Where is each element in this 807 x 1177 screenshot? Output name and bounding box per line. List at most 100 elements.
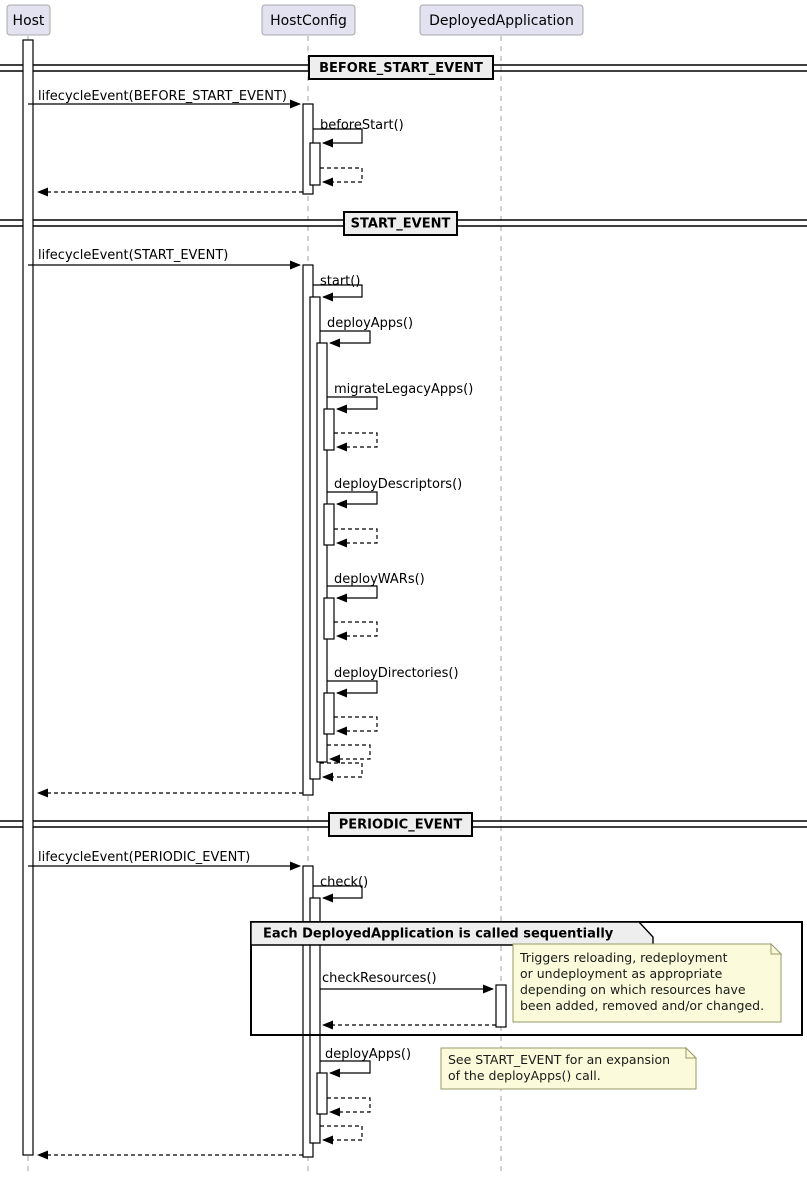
note-fold-corner [770,942,783,955]
participant-hostconfig[interactable]: HostConfig [261,4,356,36]
message-label: deployApps() [327,316,413,331]
message-start-self-call: start() [313,274,363,302]
message-deploy-descriptors-self-return [334,528,378,548]
message-lifecycle-event-start: lifecycleEvent(START_EVENT) [28,248,301,270]
note-deploy-apps: See START_EVENT for an expansion of the … [440,1046,698,1090]
activation-host-main [22,39,34,1156]
divider-labels-layer: BEFORE_START_EVENT START_EVENT PERIODIC_… [319,61,483,833]
note-line: been added, removed and/or changed. [520,998,764,1013]
note-line: depending on which resources have [520,982,746,997]
message-deploy-apps-periodic-self-return [327,1097,371,1117]
message-deploy-apps-self-return [327,744,371,764]
message-label: deployDirectories() [334,666,459,681]
participant-label: Host [13,13,45,29]
message-start-self-return [320,762,363,782]
message-arrow [320,762,363,782]
note-line: of the deployApps() call. [448,1068,601,1083]
participants-layer: Host HostConfig DeployedApplication [6,4,584,36]
note-body [512,943,782,1023]
message-arrow [327,680,378,698]
message-deploy-apps-periodic-self-call: deployApps() [320,1047,411,1078]
participant-box[interactable] [6,4,51,36]
participant-label: HostConfig [270,13,347,29]
message-label: check() [320,875,368,890]
message-label: lifecycleEvent(START_EVENT) [38,248,228,263]
message-deploy-apps-self-call: deployApps() [320,316,413,348]
message-arrow [327,396,378,414]
message-label: migrateLegacyApps() [334,382,473,397]
group-tab [250,921,654,946]
message-label: beforeStart() [320,118,404,133]
participant-label: DeployedApplication [429,13,574,29]
divider-label-periodic: PERIODIC_EVENT [339,818,463,833]
message-label: lifecycleEvent(PERIODIC_EVENT) [38,850,250,865]
message-deploy-descriptors-self-call: deployDescriptors() [327,477,462,509]
messages-layer-tail: deployApps() [37,1047,411,1160]
messages-layer-in-group: checkResources() [320,971,507,1030]
message-deploy-wars-self-call: deployWARs() [327,572,425,603]
message-arrow [334,528,378,548]
message-arrow [320,167,363,187]
message-arrow [334,432,378,452]
participant-host[interactable]: Host [6,4,51,36]
activation-hostconfig-deploy-directories [323,692,335,735]
lifelines-layer [27,36,502,1172]
activation-hostconfig-deploy-wars [323,597,335,640]
activation-hostconfig-deploy-apps-l3 [316,1072,328,1115]
message-arrow [313,128,363,148]
note-check-resources: Triggers reloading, redeployment or unde… [512,942,783,1023]
message-label: deployApps() [325,1047,411,1062]
message-label: lifecycleEvent(BEFORE_START_EVENT) [38,89,287,104]
divider-box-start [343,211,458,236]
message-check-self-return [320,1125,363,1145]
message-arrow [320,330,371,348]
activation-hostconfig-start-l3 [316,342,328,763]
divider-label-before-start: BEFORE_START_EVENT [319,61,483,76]
message-arrow [313,284,363,302]
note-line: or undeployment as appropriate [520,966,723,981]
activation-deployedapplication-check-resources [495,984,507,1028]
message-migrate-legacy-apps-self-call: migrateLegacyApps() [327,382,473,414]
note-body [440,1047,697,1090]
message-lifecycle-event-before-start: lifecycleEvent(BEFORE_START_EVENT) [28,89,301,109]
message-before-start-self-call: beforeStart() [313,118,404,148]
messages-layer: lifecycleEvent(BEFORE_START_EVENT) befor… [28,89,473,903]
activation-hostconfig-migrate-legacy-apps [323,408,335,451]
message-arrow [327,585,378,603]
message-before-start-self-return [320,167,363,187]
message-lifecycle-event-periodic: lifecycleEvent(PERIODIC_EVENT) [28,850,301,871]
group-tab-label: Each DeployedApplication is called seque… [263,927,614,942]
participant-box[interactable] [419,4,584,36]
note-fold-corner [685,1046,698,1059]
message-arrow [327,491,378,509]
message-label: deployWARs() [334,572,425,587]
message-arrow [320,1060,371,1078]
divider-label-start: START_EVENT [351,217,451,232]
activation-hostconfig-periodic-l2 [309,897,321,1144]
activation-hostconfig-before-start-l2 [309,142,321,186]
note-line: Triggers reloading, redeployment [519,950,728,965]
participant-box[interactable] [261,4,356,36]
message-deploy-wars-self-return [334,621,378,641]
message-label: deployDescriptors() [334,477,462,492]
section-dividers-layer [0,55,807,837]
message-deploy-directories-self-return [334,716,378,736]
message-arrow [313,885,363,903]
note-line: See START_EVENT for an expansion [448,1052,670,1067]
group-each-deployed-application: Each DeployedApplication is called seque… [250,921,803,1036]
divider-box-periodic [328,812,473,837]
message-deploy-directories-self-call: deployDirectories() [327,666,459,698]
message-arrow [320,1125,363,1145]
activations-layer [22,39,335,1158]
message-check-resources: checkResources() [320,971,494,994]
message-arrow [327,744,371,764]
message-label: checkResources() [322,971,437,986]
message-label: start() [320,274,360,289]
message-arrow [334,716,378,736]
activation-hostconfig-deploy-descriptors [323,503,335,546]
divider-box-before-start [308,55,494,80]
participant-deployedapplication[interactable]: DeployedApplication [419,4,584,36]
message-arrow [334,621,378,641]
